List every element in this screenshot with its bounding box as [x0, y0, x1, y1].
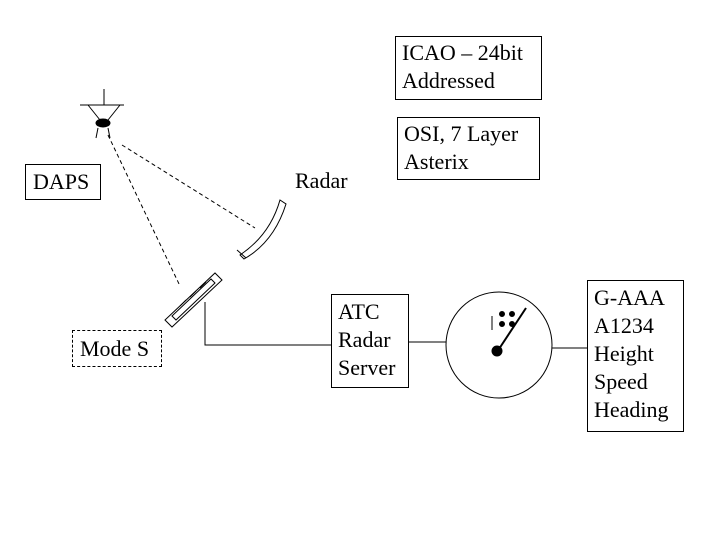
dashed-link-antenna-radar — [121, 144, 256, 229]
mode-s-label: Mode S — [80, 336, 150, 361]
flight-info-squawk: A1234 — [594, 313, 654, 338]
radar-scope-display-icon — [445, 291, 553, 399]
flight-info-speed: Speed — [594, 369, 648, 394]
flight-info-box: G-AAA A1234 Height Speed Heading — [587, 280, 684, 432]
flight-info-height: Height — [594, 341, 654, 366]
atc-line-2: Radar — [338, 327, 391, 352]
mode-s-antenna-icon — [164, 272, 223, 328]
osi-line-1: OSI, 7 Layer — [404, 121, 519, 146]
icao-line-1: ICAO – 24bit — [402, 40, 523, 65]
atc-line-1: ATC — [338, 299, 380, 324]
osi-line-2: Asterix — [404, 149, 469, 174]
mode-s-box: Mode S — [72, 330, 162, 367]
tower-antenna-icon — [80, 89, 124, 139]
radar-dish-icon — [236, 199, 287, 260]
atc-line-3: Server — [338, 355, 396, 380]
radar-label: Radar — [295, 168, 348, 193]
link-modes-to-atc — [204, 302, 331, 346]
atc-server-box: ATC Radar Server — [331, 294, 409, 388]
icao-line-2: Addressed — [402, 68, 495, 93]
dashed-link-antenna-modes — [107, 134, 181, 287]
flight-info-callsign: G-AAA — [594, 285, 665, 310]
flight-info-heading: Heading — [594, 397, 669, 422]
icao-box: ICAO – 24bit Addressed — [395, 36, 542, 100]
osi-box: OSI, 7 Layer Asterix — [397, 117, 540, 180]
daps-box: DAPS — [25, 164, 101, 200]
daps-label: DAPS — [33, 169, 90, 194]
